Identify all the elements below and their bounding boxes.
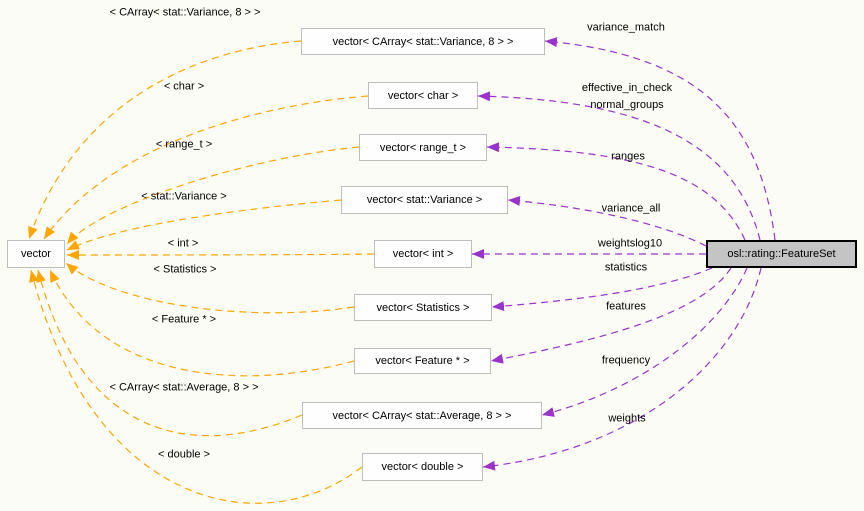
edge-member-effective-in-check — [477, 91, 761, 241]
label-template-arg-statistics: < Statistics > — [153, 263, 217, 276]
edge-template-carray-variance — [28, 40, 302, 240]
label-template-arg-char: < char > — [163, 80, 205, 93]
node-featureset: osl::rating::FeatureSet — [706, 240, 857, 268]
template-edges — [28, 40, 375, 504]
edge-template-range-t — [66, 146, 360, 245]
label-member-features: features — [606, 300, 646, 313]
label-template-arg-carray-average: < CArray< stat::Average, 8 > > — [109, 381, 259, 394]
edge-member-statistics — [491, 267, 713, 312]
label-member-weightslog10: weightslog10 — [597, 237, 663, 250]
edge-member-weights — [482, 267, 762, 471]
node-vector-feature-ptr[interactable]: vector< Feature * > — [354, 348, 491, 374]
edge-member-frequency — [541, 267, 748, 417]
node-vector-carray-stat-variance-8[interactable]: vector< CArray< stat::Variance, 8 > > — [301, 28, 545, 55]
edge-member-ranges — [486, 142, 746, 241]
edge-template-double — [29, 269, 363, 504]
label-template-arg-int: < int > — [167, 237, 199, 250]
node-vector-int[interactable]: vector< int > — [374, 240, 472, 268]
node-vector-stat-variance[interactable]: vector< stat::Variance > — [341, 186, 508, 214]
label-member-frequency: frequency — [601, 354, 651, 367]
label-member-variance-all: variance_all — [601, 202, 661, 215]
node-vector-char[interactable]: vector< char > — [368, 82, 478, 109]
node-vector-statistics[interactable]: vector< Statistics > — [354, 294, 492, 321]
label-template-arg-carray-variance: < CArray< stat::Variance, 8 > > — [109, 6, 261, 19]
label-member-weights: weights — [608, 412, 646, 425]
edge-template-char — [43, 95, 369, 240]
label-template-arg-double: < double > — [158, 448, 210, 461]
label-member-variance-match: variance_match — [587, 21, 665, 34]
node-vector[interactable]: vector — [7, 240, 65, 268]
label-member-statistics: statistics — [604, 261, 648, 274]
label-template-arg-feature-ptr: < Feature * > — [151, 313, 217, 326]
edge-template-statistics — [65, 262, 355, 314]
label-template-arg-range-t: < range_t > — [155, 138, 213, 151]
node-vector-carray-stat-average-8[interactable]: vector< CArray< stat::Average, 8 > > — [302, 402, 542, 429]
edge-template-carray-average — [36, 269, 303, 437]
label-template-arg-stat-variance: < stat::Variance > — [141, 190, 227, 203]
label-member-ranges: ranges — [611, 150, 645, 163]
node-vector-double[interactable]: vector< double > — [362, 453, 483, 481]
edge-member-variance-match — [544, 37, 776, 241]
edge-template-stat-variance — [66, 199, 342, 251]
edge-template-int — [66, 249, 375, 260]
node-vector-range-t[interactable]: vector< range_t > — [359, 134, 487, 161]
usage-edges — [472, 37, 776, 471]
edge-member-features — [490, 267, 732, 364]
label-member-effective-in-check-normal-groups: effective_in_check normal_groups — [581, 82, 673, 111]
